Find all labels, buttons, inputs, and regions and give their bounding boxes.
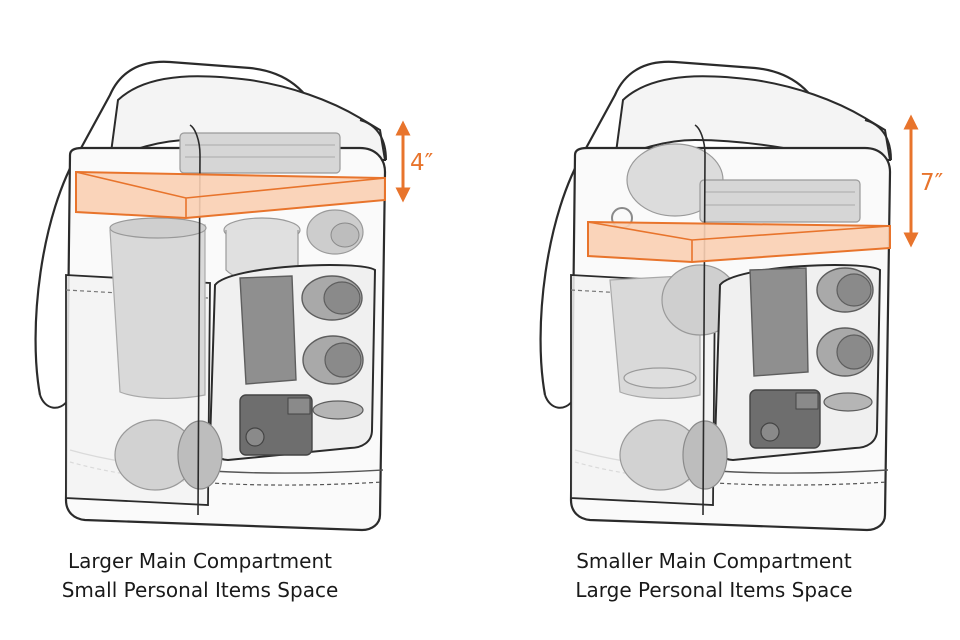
left-caption-line2: Small Personal Items Space <box>61 578 339 602</box>
left-caption-line1: Larger Main Compartment <box>68 549 332 573</box>
right-dimension-label: 7″ <box>920 170 944 196</box>
right-book-stack <box>699 179 861 223</box>
left-dimension-label: 4″ <box>410 150 434 176</box>
right-backpack: 7″ <box>539 60 944 532</box>
left-caption: Larger Main Compartment Small Personal I… <box>0 547 400 605</box>
right-top-flap <box>613 75 892 162</box>
left-backpack: 4″ <box>34 60 434 532</box>
left-book-stack <box>179 132 341 174</box>
right-caption-line2: Large Personal Items Space <box>575 578 853 602</box>
right-caption-line1: Smaller Main Compartment <box>576 549 852 573</box>
right-caption: Smaller Main Compartment Large Personal … <box>514 547 914 605</box>
left-divider-bar <box>75 170 386 220</box>
